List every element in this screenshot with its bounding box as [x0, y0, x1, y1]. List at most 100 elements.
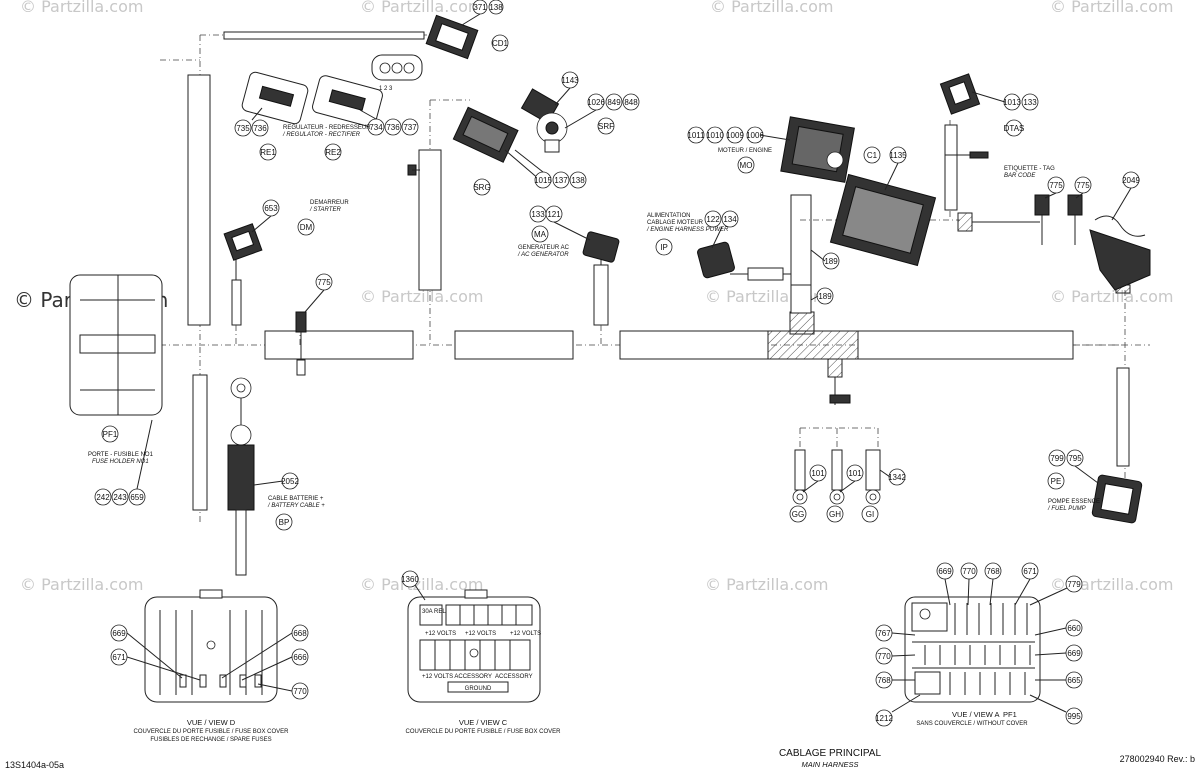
callout-label: RE2 [325, 148, 341, 157]
fuel-pump-label-en: / FUEL PUMP [1047, 506, 1086, 512]
callout-label: GG [792, 510, 804, 519]
fuse-12v-label: +12 VOLTS [465, 631, 496, 637]
view-d-fuse-box-cover: 669 671 668 666 770 VUE / VIEW D COUVERC… [110, 589, 309, 743]
callout-label: 133 [531, 210, 545, 219]
engine-power-label-2: CABLAGE MOTEUR [647, 220, 704, 226]
callout-label: 189 [824, 257, 838, 266]
component-3pin-connector [371, 54, 423, 81]
callout-label: 669 [938, 567, 952, 576]
callout-label: 1006 [746, 131, 764, 140]
callout-label: 775 [317, 278, 331, 287]
callout-label: 1135 [889, 151, 907, 160]
callout-label: 737 [403, 123, 417, 132]
regulator-label: REGULATEUR - REDRESSEUR [283, 125, 371, 131]
component-2049-bellows [1089, 215, 1151, 291]
callout-label: C1 [867, 151, 878, 160]
component-mo-engine-connector [780, 116, 855, 183]
watermark-text: © Partzilla.com [20, 0, 143, 16]
callout-label: 243 [113, 493, 127, 502]
callout-label: 768 [986, 567, 1000, 576]
callout-label: 849 [607, 98, 621, 107]
view-d-desc-2: FUSIBLES DE RECHANGE / SPARE FUSES [150, 737, 271, 743]
tag-label: ETIQUETTE - TAG [1004, 166, 1055, 172]
component-srg-connector [452, 106, 541, 181]
callout-label: GH [829, 510, 841, 519]
component-re2-connector [312, 75, 383, 128]
component-ring-terminal-775 [295, 311, 307, 376]
callout-label: 122 [706, 215, 720, 224]
callout-label: 189 [818, 292, 832, 301]
callout-label: 671 [1023, 567, 1037, 576]
pin-numbers-label: 1 2 3 [379, 86, 393, 92]
component-ground-studs [1034, 194, 1083, 245]
fuse-accessory-label: +12 VOLTS ACCESSORY [422, 674, 492, 680]
view-a-fuse-holder: 669 770 768 671 779 767 660 770 669 768 … [875, 562, 1083, 727]
callout-label: MA [534, 230, 547, 239]
callout-label: 770 [293, 687, 307, 696]
engine-power-label: ALIMENTATION [647, 213, 690, 219]
callout-label: 134 [723, 215, 737, 224]
callout-label: 121 [547, 210, 561, 219]
engine-power-label-en: / ENGINE HARNESS POWER [646, 227, 729, 233]
watermark-layer: © Partzilla.com © Partzilla.com © Partzi… [14, 0, 1173, 594]
fuse-12v-label: +12 VOLTS [425, 631, 456, 637]
view-a-title: VUE / VIEW A [952, 710, 1000, 719]
battery-cable-label: CABLE BATTERIE + [268, 496, 324, 502]
callout-label: 2052 [281, 477, 299, 486]
component-pf1-fuse-holder [69, 274, 163, 416]
component-ma-generator-connector [582, 231, 620, 263]
callout-label: SRG [473, 183, 490, 192]
part-number: 278002940 Rev.: b [1120, 754, 1195, 764]
fuse-12v-label: +12 VOLTS [510, 631, 541, 637]
callout-label: 1026 [587, 98, 605, 107]
watermark-text: © Partzilla.com [360, 0, 483, 16]
callout-label: 770 [877, 652, 891, 661]
callout-label: 799 [1050, 454, 1064, 463]
callout-label: DM [300, 223, 313, 232]
callout-label: 775 [1049, 181, 1063, 190]
callout-label: 1015 [534, 176, 552, 185]
callout-label: 668 [293, 629, 307, 638]
view-d-desc: COUVERCLE DU PORTE FUSIBLE / FUSE BOX CO… [134, 729, 290, 735]
callout-label: 1011 [687, 131, 705, 140]
callout-label: 133 [1023, 98, 1037, 107]
callout-label: 669 [1067, 649, 1081, 658]
callout-label: 1212 [875, 714, 893, 723]
callout-label: PE [1051, 477, 1062, 486]
tag-label-en: BAR CODE [1004, 173, 1036, 179]
callout-label: 736 [386, 123, 400, 132]
component-labels: 1 2 3 REGULATEUR - REDRESSEUR / REGULATO… [88, 86, 1100, 512]
callout-label: 775 [1076, 181, 1090, 190]
component-srf-sensor [520, 88, 568, 153]
diagram-subtitle: MAIN HARNESS [801, 760, 858, 769]
callout-label: 795 [1068, 454, 1082, 463]
callout-label: 666 [293, 653, 307, 662]
callout-label: 2049 [1122, 176, 1140, 185]
diagram-title: CABLAGE PRINCIPAL [779, 748, 882, 759]
callout-label: 371 [473, 3, 487, 12]
fuse-holder-label-en: FUSE HOLDER NO1 [92, 459, 149, 465]
callout-label: BP [279, 518, 290, 527]
left-branches [160, 31, 609, 525]
callout-label: CD1 [492, 39, 509, 48]
component-pe-fuel-pump-connector [1091, 474, 1143, 524]
generator-label: GENERATEUR AC [518, 245, 570, 251]
watermark-text: © Partzilla.com [1050, 287, 1173, 306]
callout-label: 848 [624, 98, 638, 107]
generator-label-en: / AC GENERATOR [517, 252, 569, 258]
diagram-code: 13S1404a-05a [5, 760, 64, 770]
callout-label: 659 [130, 493, 144, 502]
callout-label: 671 [112, 653, 126, 662]
callout-label: 1143 [561, 76, 579, 85]
watermark-text: © Partzilla.com [705, 575, 828, 594]
view-d-title: VUE / VIEW D [187, 718, 236, 727]
callout-label: 101 [811, 469, 825, 478]
callout-label: RE1 [260, 148, 276, 157]
component-ip-connector [697, 241, 735, 279]
callout-label: 101 [848, 469, 862, 478]
engine-label: MOTEUR / ENGINE [718, 148, 772, 154]
callout-label: 669 [112, 629, 126, 638]
callout-label: 660 [1067, 624, 1081, 633]
callout-label: SRF [598, 122, 614, 131]
